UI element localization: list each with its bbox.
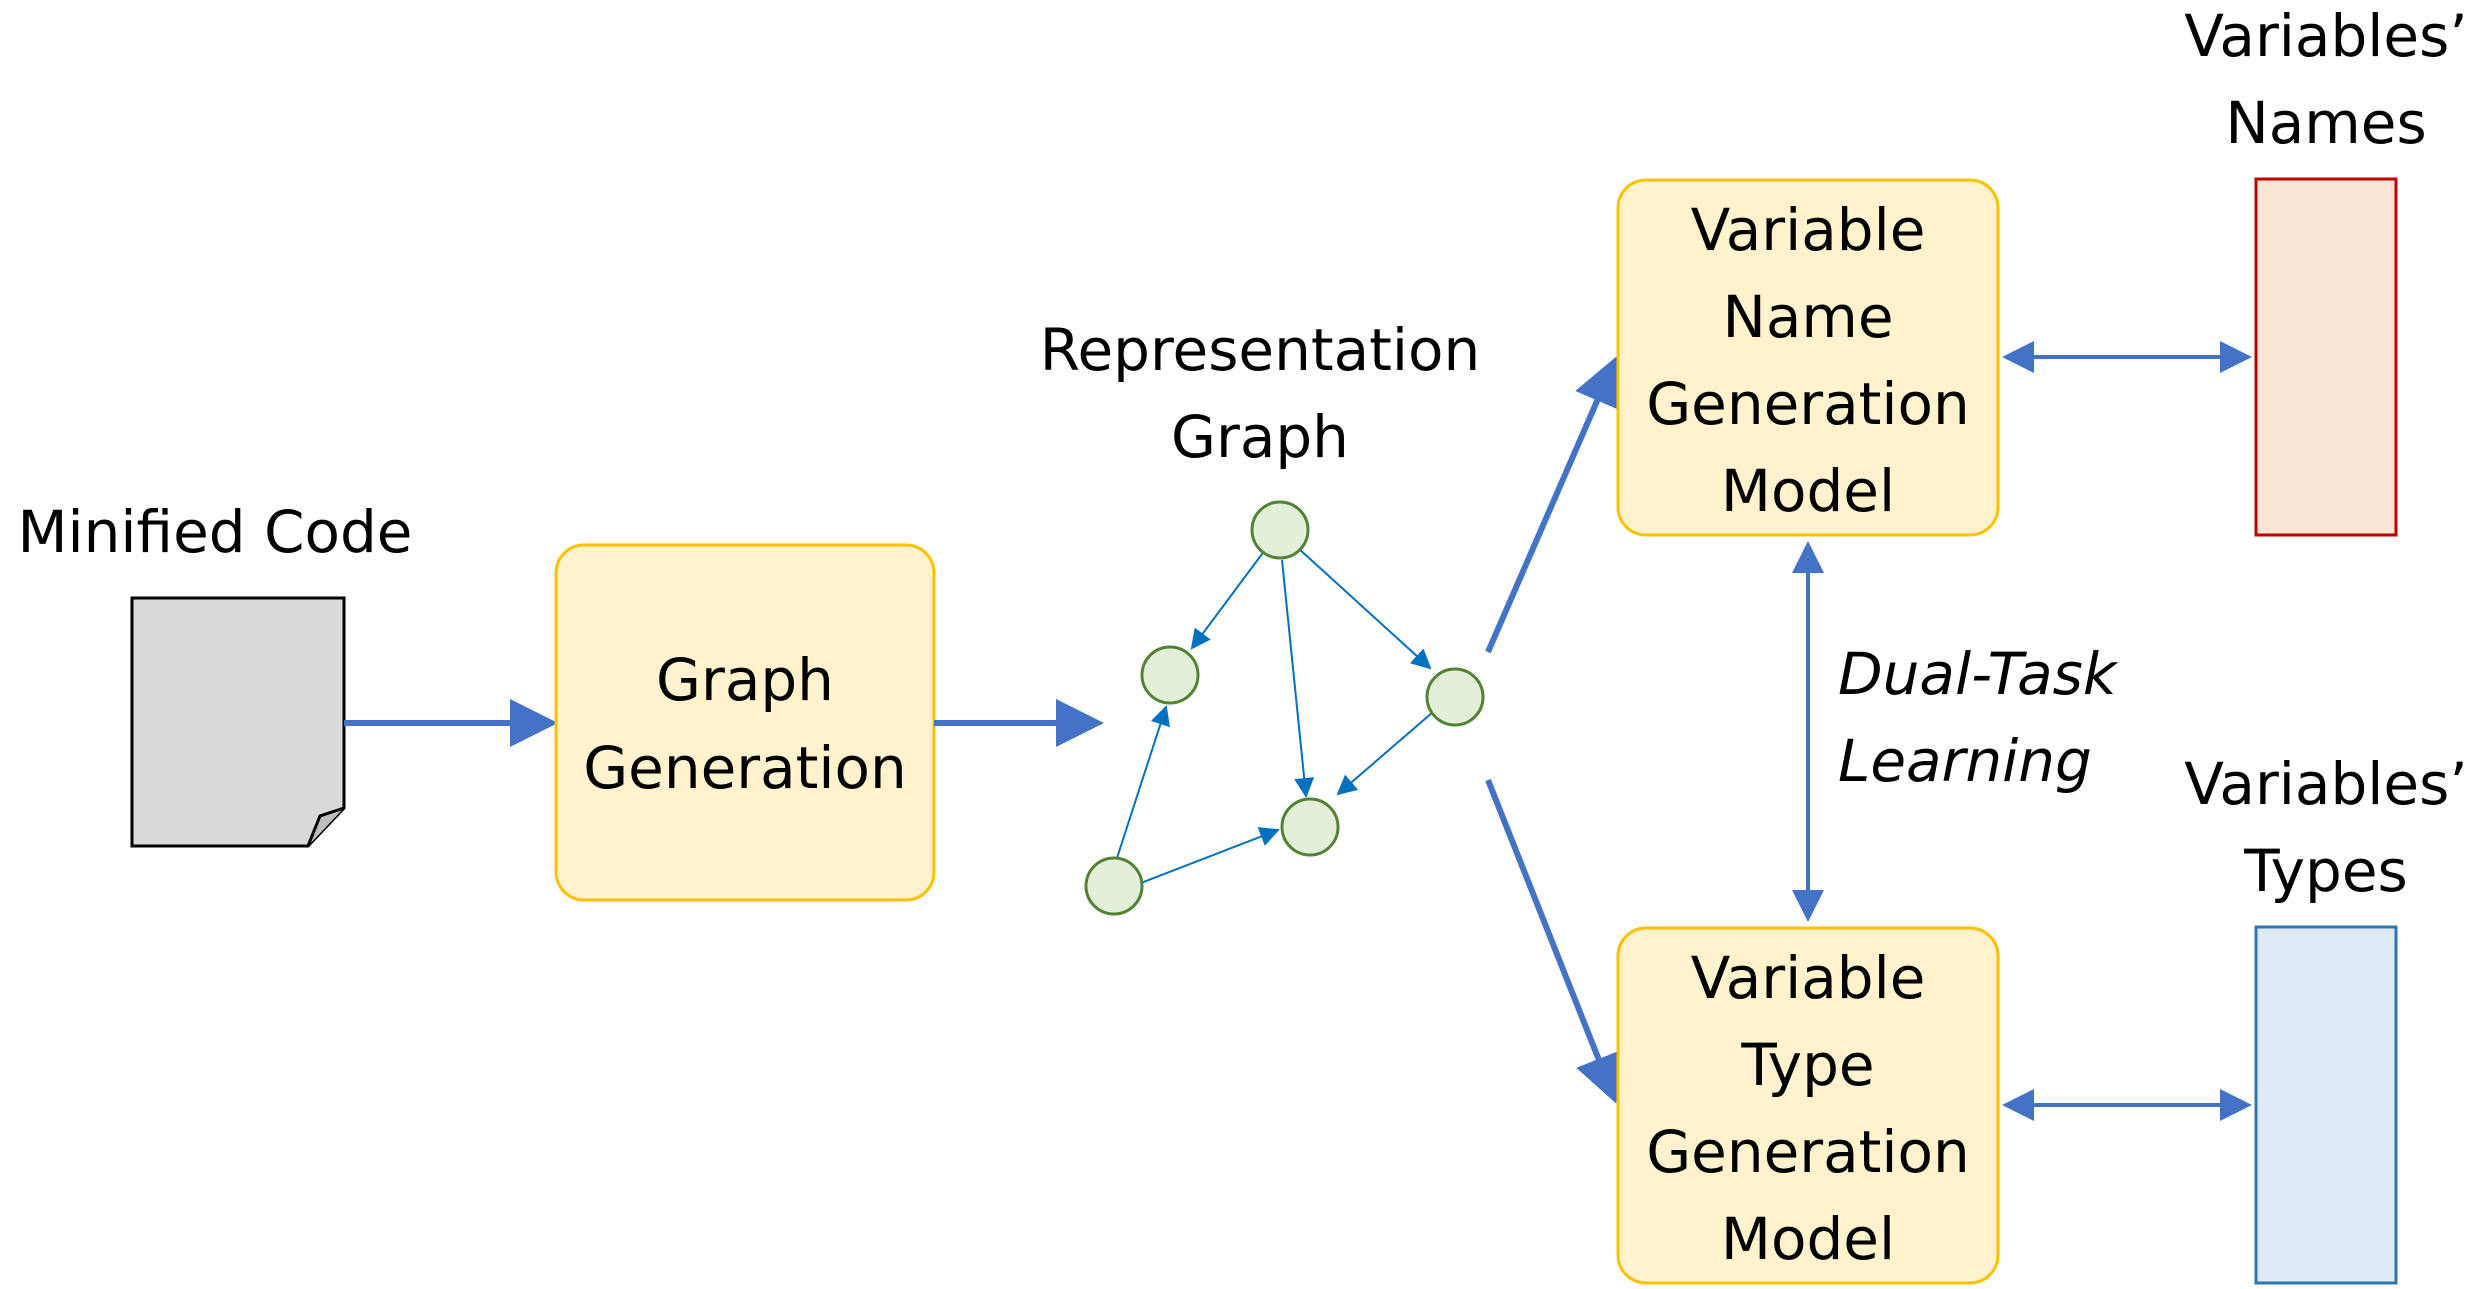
graph-node [1425, 667, 1485, 727]
variables-types-box [2254, 925, 2398, 1285]
name-generation-model-box [1616, 178, 2000, 537]
graph-edge [1190, 549, 1266, 650]
graph-node [1084, 856, 1144, 916]
document-icon [130, 596, 346, 848]
graph-node [1140, 645, 1200, 705]
graph-edge [1336, 711, 1434, 796]
variables-types-label-line1: Variables’ [2184, 750, 2468, 818]
type-model-label-line4: Model [1721, 1205, 1895, 1273]
type-model-label-line2: Type [1740, 1031, 1874, 1099]
type-model-label-line1: Variable [1691, 944, 1926, 1012]
variables-names-label-line1: Variables’ [2184, 2, 2468, 70]
graph-edge [1297, 547, 1432, 670]
representation-graph-label-line2: Graph [1171, 403, 1349, 471]
representation-graph [1084, 500, 1485, 916]
type-model-label-line3: Generation [1646, 1118, 1970, 1186]
name-model-label-line3: Generation [1646, 370, 1970, 438]
minified-code-label: Minified Code [18, 498, 413, 566]
variables-types-label-line2: Types [2243, 837, 2407, 905]
representation-graph-label-line1: Representation [1040, 316, 1481, 384]
variables-names-label-line2: Names [2225, 89, 2426, 157]
graph-generation-box [554, 543, 936, 902]
name-model-label-line4: Model [1721, 457, 1895, 525]
name-model-label-line2: Name [1722, 283, 1893, 351]
graph-edge [1140, 827, 1280, 884]
dual-task-label-line2: Learning [1838, 727, 2092, 795]
name-model-label-line1: Variable [1691, 196, 1926, 264]
graph-generation-label-line1: Graph [656, 646, 834, 714]
arrow-graph-to-name-model [1485, 356, 1620, 654]
dual-task-label-line1: Dual-Task [1838, 640, 2119, 708]
graph-node [1280, 797, 1340, 857]
graph-generation-label-line2: Generation [583, 734, 907, 802]
type-generation-model-box [1616, 926, 2000, 1285]
arrow-graph-to-type-model [1485, 778, 1621, 1104]
graph-node [1250, 500, 1310, 560]
graph-edge [1116, 705, 1170, 859]
variables-names-box [2254, 177, 2398, 537]
graph-edge [1281, 559, 1315, 798]
